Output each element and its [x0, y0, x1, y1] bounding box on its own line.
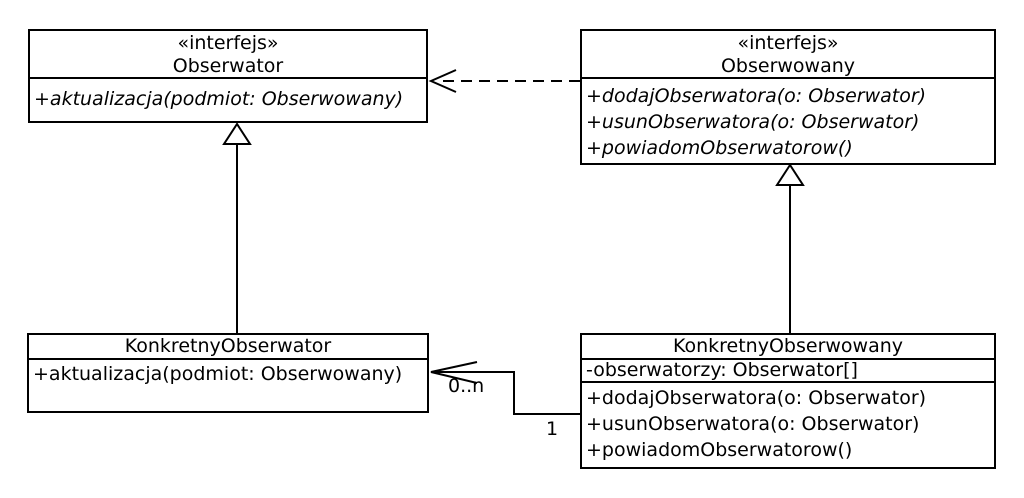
class-box-konkretny-obserwator: KonkretnyObserwator +aktualizacja(podmio… [27, 333, 429, 413]
class-box-konkretny-obserwowany: KonkretnyObserwowany -obserwatorzy: Obse… [580, 333, 996, 469]
method-item: +powiadomObserwatorow() [586, 137, 853, 159]
class-name: Obserwator [172, 55, 284, 77]
class-header: KonkretnyObserwator [29, 335, 427, 360]
methods-compartment: +dodajObserwatora(o: Obserwator) +usunOb… [582, 79, 994, 161]
method-item: +usunObserwatora(o: Obserwator) [586, 413, 920, 435]
attribute-item: -obserwatorzy: Obserwator[] [586, 360, 858, 381]
dependency-open-arrowhead [428, 69, 457, 93]
realization-triangle-left [222, 122, 252, 145]
class-box-obserwowany: «interfejs» Obserwowany +dodajObserwator… [580, 29, 996, 165]
methods-compartment: +aktualizacja(podmiot: Obserwowany) [30, 79, 426, 111]
multiplicity-label-target: 0..n [448, 375, 485, 397]
class-header: KonkretnyObserwowany [582, 335, 994, 360]
stereotype-label: «interfejs» [737, 32, 839, 54]
method-item: +powiadomObserwatorow() [586, 439, 853, 461]
class-name: KonkretnyObserwator [124, 335, 332, 357]
method-item: +dodajObserwatora(o: Obserwator) [586, 85, 927, 107]
attributes-compartment: -obserwatorzy: Obserwator[] [582, 360, 994, 383]
method-item: +usunObserwatora(o: Obserwator) [586, 111, 920, 133]
method-item: +aktualizacja(podmiot: Obserwowany) [33, 363, 403, 385]
methods-compartment: +aktualizacja(podmiot: Obserwowany) [29, 360, 427, 386]
association-open-arrowhead [430, 361, 478, 384]
class-name: KonkretnyObserwowany [672, 335, 904, 357]
class-name: Obserwowany [720, 55, 856, 77]
multiplicity-label-source: 1 [546, 418, 559, 440]
method-item: +dodajObserwatora(o: Obserwator) [586, 387, 927, 409]
class-header: «interfejs» Obserwowany [582, 31, 994, 79]
class-box-obserwator: «interfejs» Obserwator +aktualizacja(pod… [28, 29, 428, 123]
realization-triangle-right [775, 163, 805, 186]
methods-compartment: +dodajObserwatora(o: Obserwator) +usunOb… [582, 383, 994, 463]
stereotype-label: «interfejs» [177, 32, 279, 54]
method-item: +aktualizacja(podmiot: Obserwowany) [34, 88, 404, 110]
class-header: «interfejs» Obserwator [30, 31, 426, 79]
association-line [433, 371, 582, 415]
